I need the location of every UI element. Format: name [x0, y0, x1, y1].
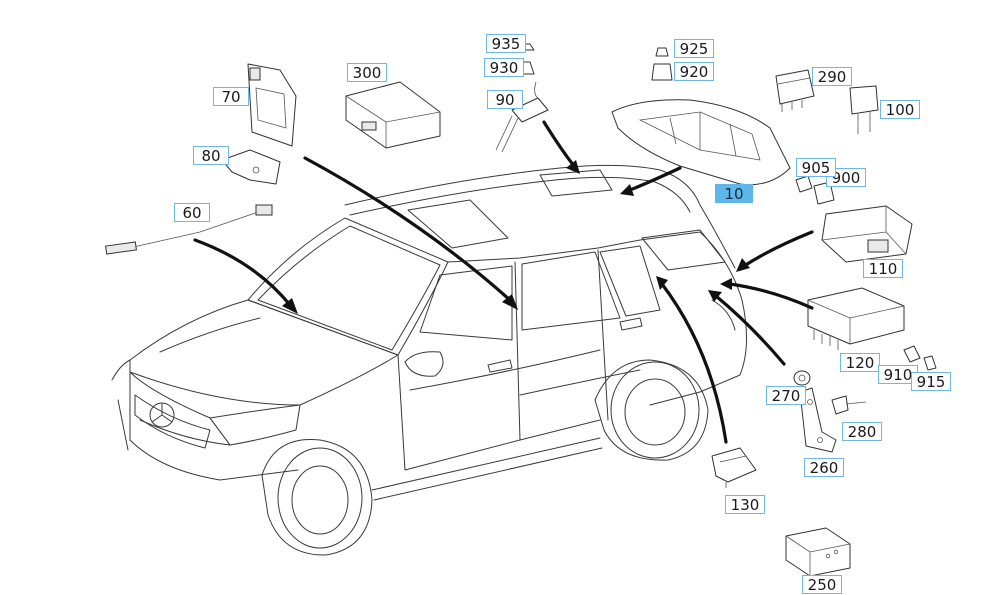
- part-920-925-bulbs: [651, 47, 673, 81]
- part-70-sensor: [247, 63, 297, 147]
- callout-110[interactable]: 110: [863, 259, 903, 278]
- callout-10[interactable]: 10: [715, 184, 753, 203]
- part-910-915-bulbs: [903, 345, 937, 371]
- callout-80[interactable]: 80: [193, 146, 229, 165]
- part-900-905-bulb: [795, 175, 835, 205]
- vehicle-illustration: [111, 164, 748, 556]
- part-90-connector: [495, 81, 549, 153]
- part-10-overhead-panel: [611, 99, 791, 186]
- callout-100[interactable]: 100: [880, 100, 920, 119]
- callout-130[interactable]: 130: [725, 495, 765, 514]
- callout-260[interactable]: 260: [804, 458, 844, 477]
- callout-935[interactable]: 935: [486, 34, 526, 53]
- leader-arrows: [193, 120, 814, 444]
- part-80-bracket: [221, 149, 281, 185]
- callout-280[interactable]: 280: [842, 422, 882, 441]
- callout-250[interactable]: 250: [802, 575, 842, 594]
- callout-915[interactable]: 915: [911, 372, 951, 391]
- callout-905[interactable]: 905: [796, 158, 836, 177]
- part-100-relay: [849, 85, 879, 134]
- callout-300[interactable]: 300: [347, 63, 387, 82]
- part-290-module: [775, 69, 815, 112]
- callout-930[interactable]: 930: [484, 58, 524, 77]
- part-280-bolt: [831, 395, 867, 415]
- callout-925[interactable]: 925: [674, 39, 714, 58]
- callout-270[interactable]: 270: [766, 386, 806, 405]
- part-260-bracket: [799, 387, 837, 453]
- callout-70[interactable]: 70: [213, 87, 249, 106]
- callout-120[interactable]: 120: [840, 353, 880, 372]
- part-250-control-unit: [785, 527, 851, 577]
- part-270-grommet: [793, 370, 811, 386]
- callout-90[interactable]: 90: [487, 90, 523, 109]
- part-120-control-unit: [807, 287, 905, 350]
- callout-290[interactable]: 290: [812, 67, 852, 86]
- part-130-bracket: [711, 447, 757, 488]
- part-110-control-unit: [821, 205, 913, 263]
- callout-60[interactable]: 60: [174, 203, 210, 222]
- callout-900[interactable]: 900: [826, 168, 866, 187]
- callout-920[interactable]: 920: [674, 62, 714, 81]
- part-300-control-unit: [345, 81, 441, 149]
- part-60-cable: [105, 204, 273, 255]
